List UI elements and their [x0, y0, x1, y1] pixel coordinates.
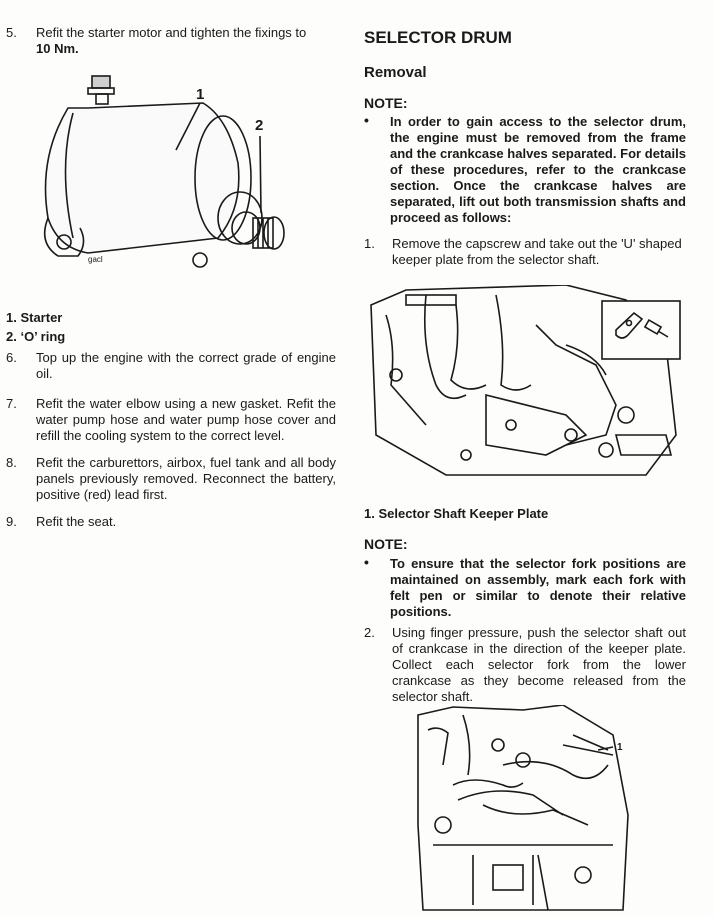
- step-number: 7.: [6, 396, 17, 411]
- step-number: 2.: [364, 625, 375, 640]
- step-number: 6.: [6, 350, 17, 365]
- step-number: 8.: [6, 455, 17, 470]
- legend-item-o-ring: 2. ‘O’ ring: [6, 329, 66, 344]
- callout-1: 1: [196, 86, 205, 103]
- figure-caption: 1. Selector Shaft Keeper Plate: [364, 506, 549, 521]
- step-number: 9.: [6, 514, 17, 529]
- callout-1: 1: [617, 742, 623, 753]
- step-text: Top up the engine with the correct grade…: [36, 350, 336, 381]
- bullet: •: [364, 112, 369, 128]
- note-text: In order to gain access to the selector …: [390, 114, 686, 225]
- section-title: SELECTOR DRUM: [364, 28, 512, 47]
- step-text: Refit the carburettors, airbox, fuel tan…: [36, 455, 336, 502]
- step-number: 5.: [6, 25, 17, 40]
- callout-2: 2: [255, 117, 264, 134]
- subsection-title: Removal: [364, 64, 427, 81]
- selector-fork-figure: [417, 705, 629, 911]
- torque-value: 10 Nm.: [36, 41, 79, 56]
- note-text: To ensure that the selector fork positio…: [390, 556, 686, 619]
- step-text: Remove the capscrew and take out the 'U'…: [392, 236, 682, 267]
- step-text: Refit the seat.: [36, 514, 117, 529]
- step-text: Refit the starter motor and tighten the …: [36, 25, 307, 40]
- step-text: Using finger pressure, push the selector…: [392, 625, 686, 704]
- starter-motor-figure: [43, 75, 285, 268]
- step-text: Refit the water elbow using a new gasket…: [36, 396, 336, 443]
- note-heading: NOTE:: [364, 536, 408, 552]
- bullet: •: [364, 554, 369, 570]
- figure-code: gacl: [88, 255, 103, 264]
- note-heading: NOTE:: [364, 95, 408, 111]
- legend-item-starter: 1. Starter: [6, 310, 63, 325]
- step-number: 1.: [364, 236, 375, 251]
- selector-shaft-figure: [370, 285, 681, 476]
